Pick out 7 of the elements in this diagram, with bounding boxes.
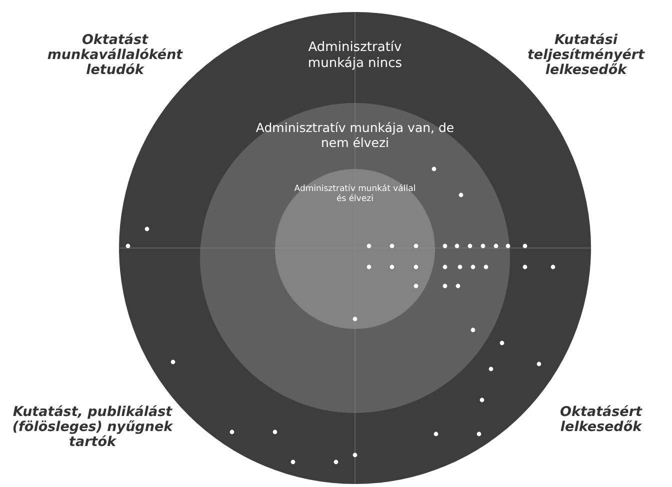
- zone-label: Adminisztratív munkája van, de nem élvezi: [254, 120, 456, 150]
- quadrant-label: Oktatást munkavállalóként letudók: [46, 33, 184, 78]
- quadrant-label: Kutatási teljesítményért lelkesedők: [526, 33, 646, 78]
- zone-label: Adminisztratív munkája nincs: [306, 40, 404, 72]
- quadrant-label: Oktatásért lelkesedők: [559, 405, 644, 435]
- zone-label: Adminisztratív munkát vállal és élvezi: [293, 184, 417, 204]
- quadrant-label: Kutatást, publikálást (fölösleges) nyűgnek tartók: [11, 405, 174, 450]
